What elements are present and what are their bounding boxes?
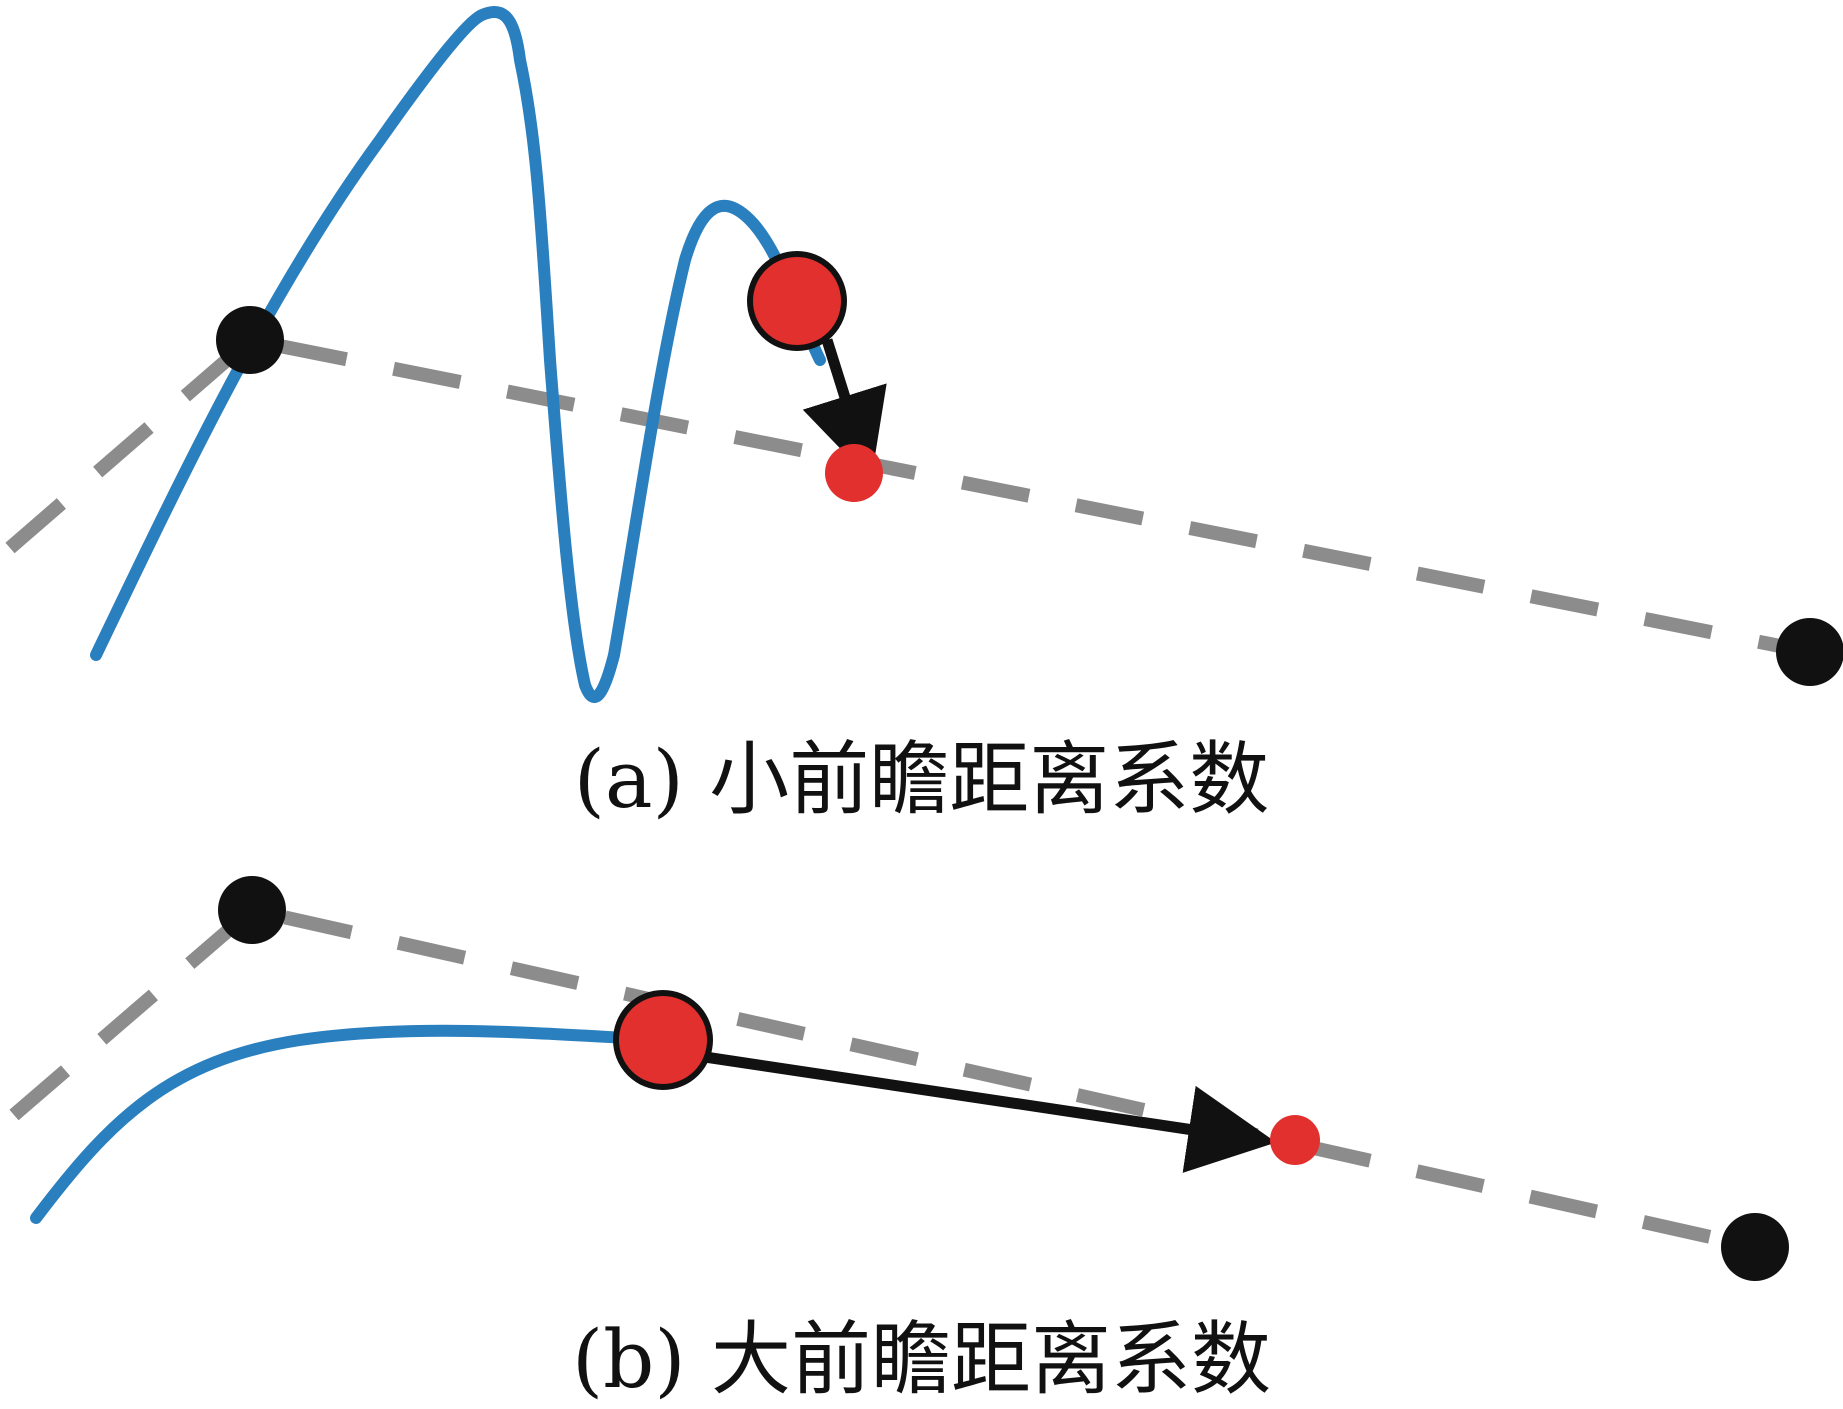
panel-b bbox=[9, 876, 1789, 1281]
lookahead-arrow-a bbox=[802, 338, 887, 481]
reference-path-a bbox=[5, 332, 1812, 659]
trajectory-a bbox=[90, 6, 826, 704]
lookahead-point-b bbox=[1270, 1115, 1320, 1165]
trajectory-b bbox=[30, 1024, 669, 1224]
vehicle-point-b bbox=[613, 990, 713, 1090]
waypoint-b2 bbox=[1721, 1213, 1789, 1281]
waypoint-b1 bbox=[218, 876, 286, 944]
lookahead-arrow-b bbox=[704, 1051, 1277, 1173]
vehicle-point-a bbox=[747, 251, 847, 351]
waypoint-a1 bbox=[216, 306, 284, 374]
panel-a bbox=[5, 6, 1843, 704]
caption-b: (b) 大前瞻距离系数 bbox=[571, 1313, 1272, 1406]
caption-a: (a) 小前瞻距离系数 bbox=[573, 733, 1270, 826]
waypoint-a2 bbox=[1776, 618, 1843, 686]
lookahead-point-a bbox=[825, 444, 883, 502]
